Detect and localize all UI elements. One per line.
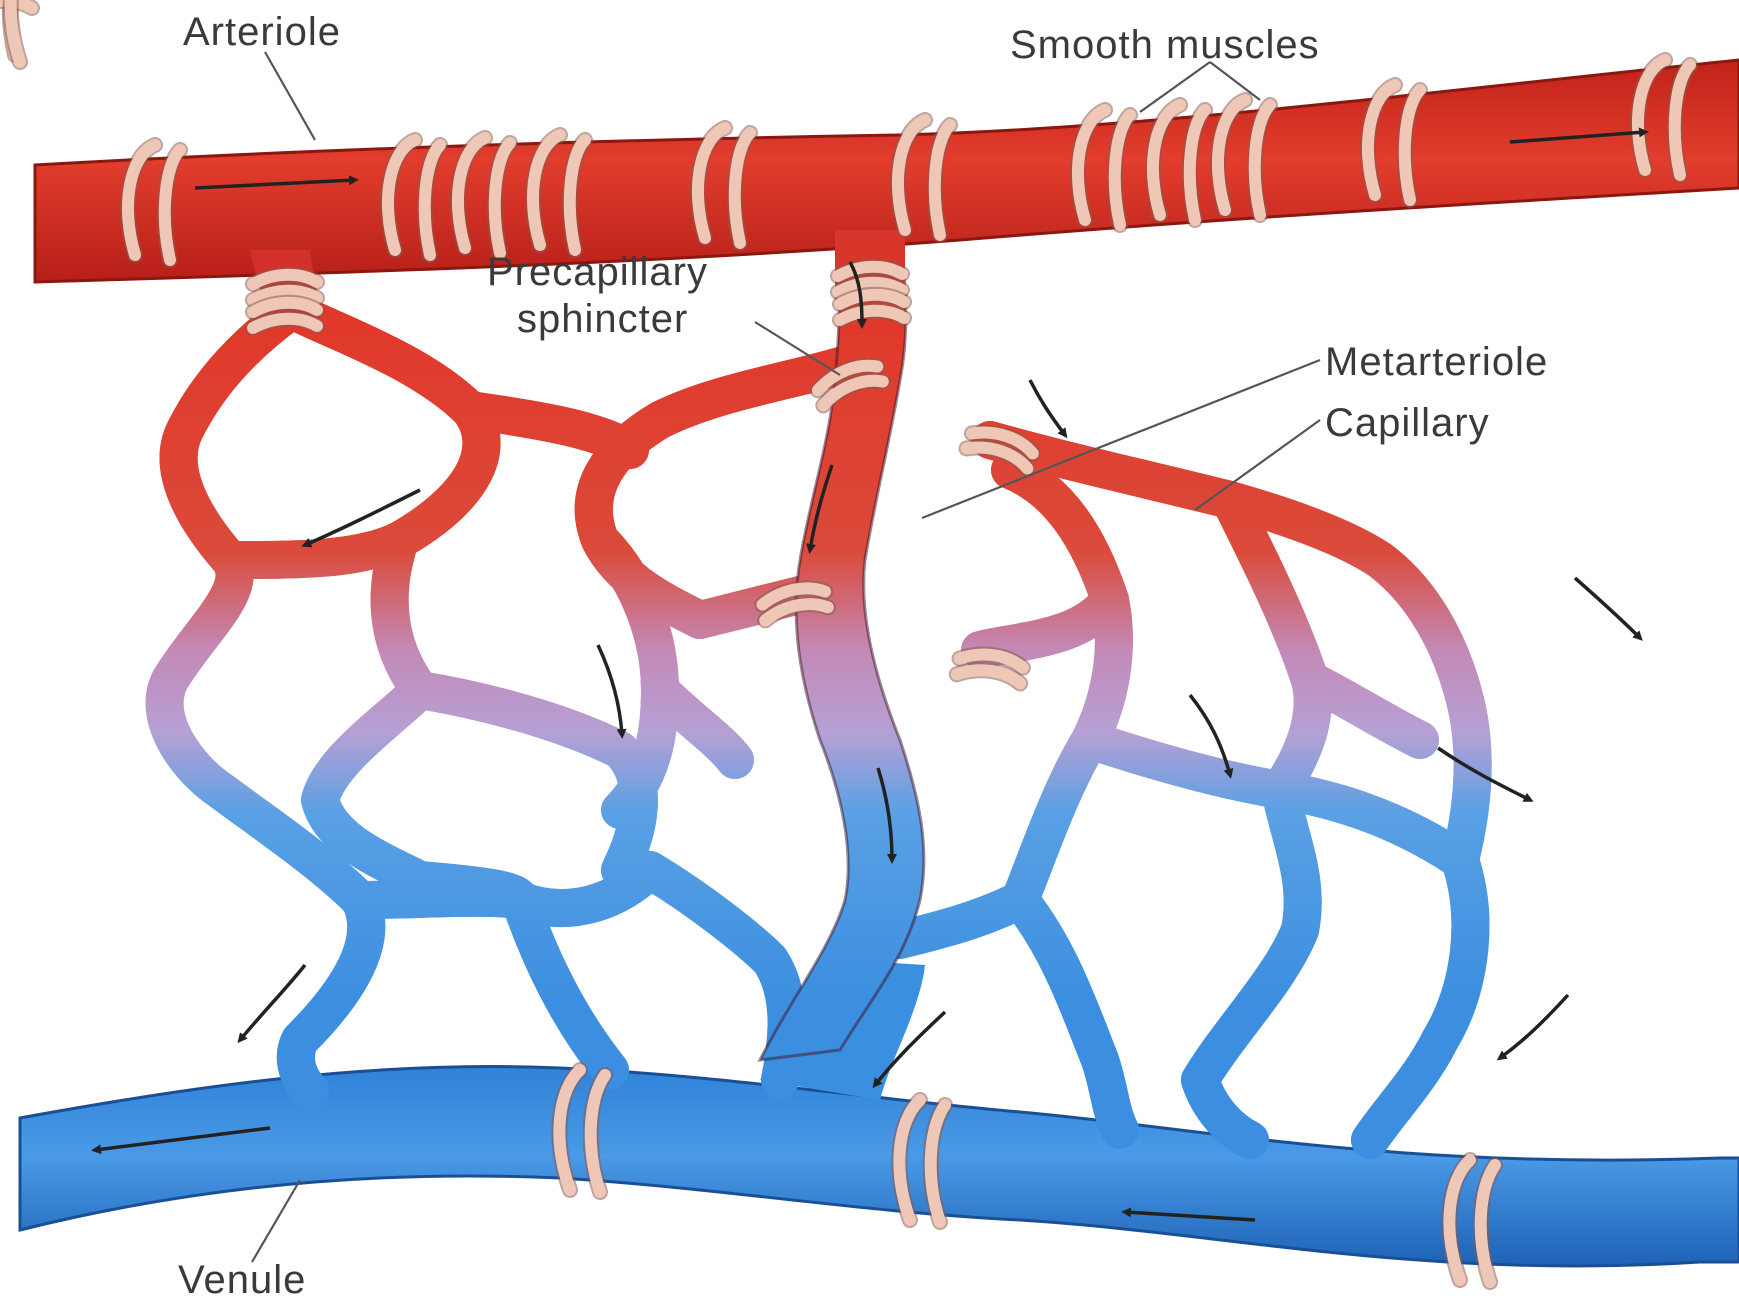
- metarteriole-vessel: [760, 230, 924, 1060]
- flow-arrow: [1030, 380, 1065, 435]
- flow-arrow: [1500, 995, 1568, 1058]
- label-capillary: Capillary: [1325, 401, 1490, 445]
- label-venule: Venule: [178, 1258, 306, 1300]
- label-arteriole: Arteriole: [183, 10, 341, 54]
- label-precapillary-line1: Precapillary: [487, 250, 708, 294]
- flow-arrow: [1575, 578, 1640, 638]
- label-precapillary-line2: sphincter: [517, 297, 688, 341]
- leader-line-smooth-muscles-2: [1210, 62, 1260, 100]
- leader-line-arteriole: [265, 52, 315, 140]
- label-smooth-muscles: Smooth muscles: [1010, 23, 1320, 67]
- label-metarteriole: Metarteriole: [1325, 340, 1548, 384]
- leader-line-venule: [252, 1180, 300, 1262]
